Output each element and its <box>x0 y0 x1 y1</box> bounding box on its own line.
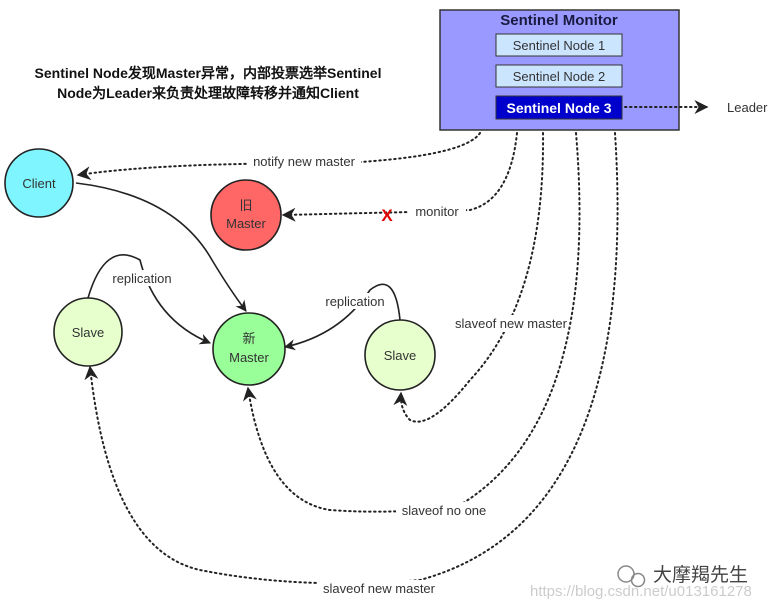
slave-left-label: Slave <box>72 325 105 340</box>
sentinel-node-3 <box>495 95 623 120</box>
title-line-2: Node为Leader来负责处理故障转移并通知Client <box>57 85 359 101</box>
slaveof-right-label: slaveof new master <box>455 316 568 331</box>
client-node: Client <box>4 148 74 218</box>
replication-right-edge <box>283 283 401 351</box>
slaveof-left-label: slaveof new master <box>323 581 436 596</box>
slaveof-no-one-label: slaveof no one <box>402 503 487 518</box>
sentinel-node-3-label: Sentinel Node 3 <box>506 100 611 116</box>
client-to-master-edge <box>75 182 247 312</box>
monitor-label: monitor <box>415 204 459 219</box>
client-label: Client <box>22 176 56 191</box>
sentinel-monitor-title: Sentinel Monitor <box>500 12 618 29</box>
leader-label: Leader <box>727 100 768 115</box>
new-master-node: 新 Master <box>212 312 286 386</box>
sentinel-node-1-label: Sentinel Node 1 <box>513 38 606 53</box>
slave-right-node: Slave <box>364 319 436 391</box>
old-master-label-line2: Master <box>226 216 266 231</box>
old-master-label-line1: 旧 <box>239 198 252 213</box>
monitor-edge <box>281 132 518 222</box>
notify-label: notify new master <box>253 154 356 169</box>
new-master-label-line1: 新 <box>242 331 255 346</box>
slaveof-right-edge <box>393 132 545 423</box>
replication-right-label: replication <box>325 294 384 309</box>
new-master-label-line2: Master <box>229 350 269 365</box>
sentinel-node-1 <box>495 33 623 57</box>
replication-left-label: replication <box>112 271 171 286</box>
sentinel-node-2-label: Sentinel Node 2 <box>513 69 606 84</box>
sentinel-monitor: Sentinel Monitor Sentinel Node 1 Sentine… <box>439 9 680 131</box>
title-line-1: Sentinel Node发现Master异常，内部投票选举Sentinel <box>35 65 382 81</box>
wechat-icon <box>617 565 646 588</box>
watermark-author: 大摩羯先生 <box>653 564 748 586</box>
old-master-node: 旧 Master <box>210 179 282 251</box>
replication-left-edge <box>87 254 212 345</box>
slave-right-label: Slave <box>384 348 417 363</box>
sentinel-node-2 <box>495 64 623 88</box>
monitor-fail-mark: X <box>381 206 393 225</box>
slave-left-node: Slave <box>53 297 123 367</box>
watermark-url: https://blog.csdn.net/u013161278 <box>530 583 752 600</box>
slaveof-left-edge <box>84 132 619 585</box>
notify-edge <box>76 132 481 181</box>
watermark: 大摩羯先生 https://blog.csdn.net/u013161278 <box>530 564 752 600</box>
